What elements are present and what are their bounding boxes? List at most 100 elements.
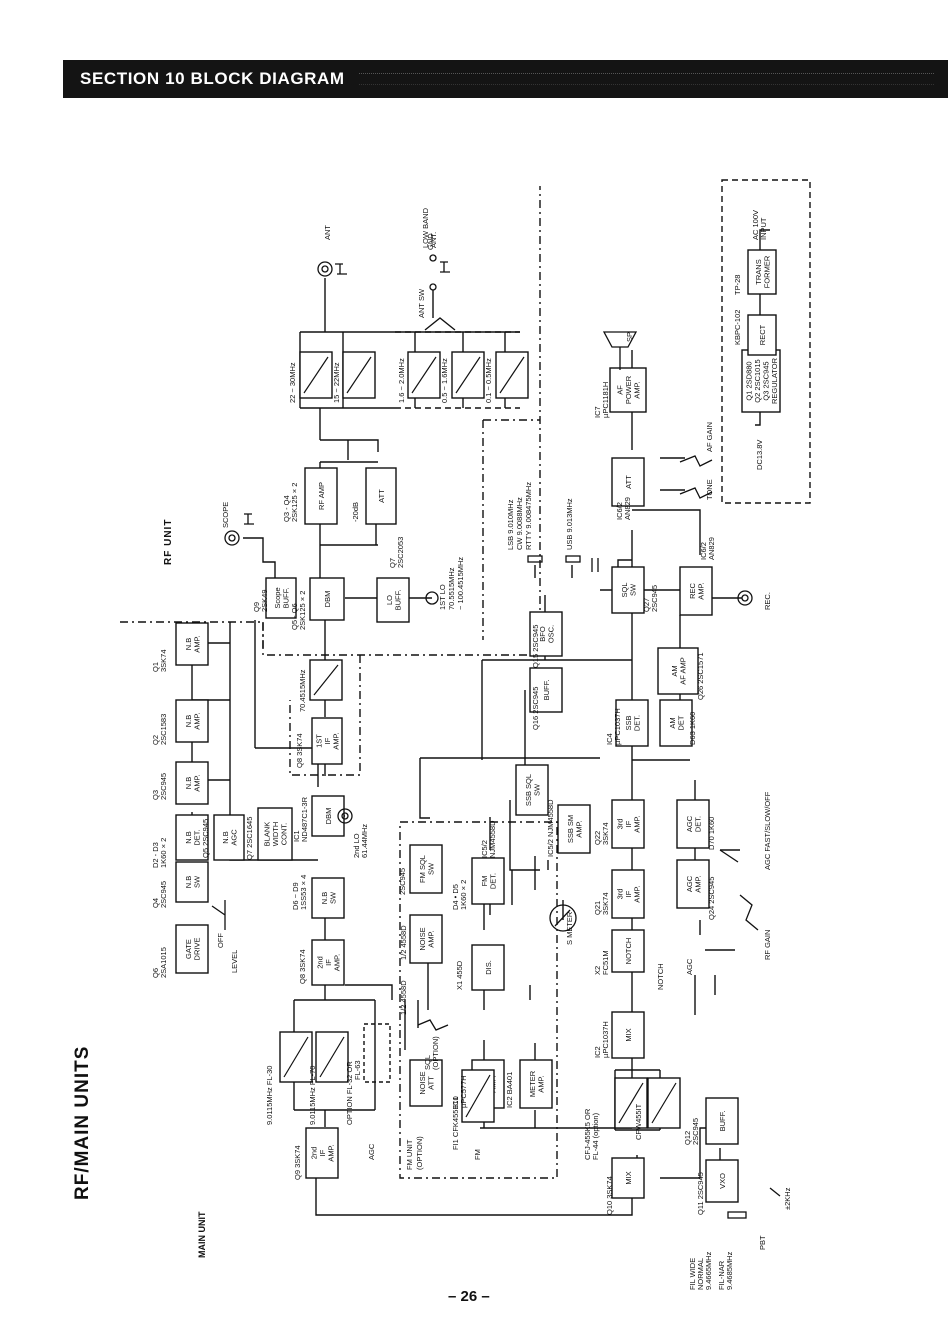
label-filw: FIL WIDE <box>688 1258 697 1290</box>
section-title: SECTION 10 BLOCK DIAGRAM <box>80 69 345 88</box>
block-meteramp-label: AMP. <box>536 1075 545 1092</box>
filter-10-slope <box>651 1082 677 1124</box>
label-d23b: 1K60 × 2 <box>159 838 168 868</box>
block-mix1-label: MIX <box>624 1028 633 1041</box>
label-d63: D63 1K60 <box>688 712 697 745</box>
label-filnarf: 9.4685MHz <box>725 1251 734 1290</box>
block-nbsw1-label: SW <box>192 875 201 888</box>
block-nbamp1-label: N.B <box>184 638 193 651</box>
label-q26: Q26 2SC1571 <box>696 652 705 700</box>
block-nbsw2-label: N.B <box>320 892 329 905</box>
crystal-usb-icon <box>565 555 581 563</box>
block-ifamp3-label: 3rd <box>616 819 625 830</box>
label-d69: D6 ~ D9 <box>291 882 300 910</box>
block-dis-label: DIS. <box>484 960 493 975</box>
label-ic2: IC2 <box>593 1046 602 1058</box>
label-lo2b: 61.44MHz <box>360 824 369 858</box>
block-ssbdet-label: SSB <box>624 715 633 730</box>
block-buff1 <box>529 667 563 713</box>
label-level: LEVEL <box>230 950 239 973</box>
label-ac: AC 100V <box>751 210 760 240</box>
label-ic4: IC4 <box>605 733 614 745</box>
agc-switch-icon <box>719 849 739 863</box>
block-bfo-label: OSC. <box>546 625 555 643</box>
page-number: – 26 – <box>448 1288 490 1305</box>
block-ifamp1-label: AMP. <box>332 732 341 749</box>
block-agcamp-label: AGC <box>685 875 694 892</box>
label-f1: 22 ~ 30MHz <box>288 362 297 403</box>
label-d45b: 1K60 × 2 <box>459 880 468 910</box>
filter-7-slope <box>319 1036 345 1078</box>
block-gate-label: DRIVE <box>192 938 201 961</box>
label-d23: D2 - D3 <box>151 842 160 868</box>
label-q4b: 2SC945 <box>159 881 168 908</box>
label-q1: Q1 <box>151 662 160 672</box>
label-q6: Q6 <box>151 968 160 978</box>
block-dbm2 <box>311 795 345 837</box>
block-meteramp-label: METER <box>528 1070 537 1097</box>
label-q56b: 2SK125 × 2 <box>298 591 307 630</box>
block-ssbsm-label: AMP. <box>574 820 583 837</box>
label-ic7b: µPC1181H <box>601 382 610 418</box>
label-ic52: 1/2 4558D <box>399 980 408 1015</box>
block-ifamp2b-label: 2nd <box>310 1147 319 1160</box>
label-q10: Q10 3SK74 <box>605 1176 614 1215</box>
filter-1-slope <box>346 356 372 394</box>
label-q7n: Q7 2SC1645 <box>245 817 254 860</box>
label-q21b: 3SK74 <box>601 892 610 915</box>
label-filf: 9.4665MHz <box>704 1251 713 1290</box>
block-vxo-label: VXO <box>718 1173 727 1189</box>
label-filnar: FIL-NAR <box>717 1260 726 1290</box>
label-lo1c: ~ 100.4515MHz <box>456 557 465 610</box>
block-ifamp3b-label: AMP. <box>633 885 642 902</box>
label-ant: ANT <box>323 225 332 240</box>
block-bfo <box>529 611 563 657</box>
block-scopebuff-label: Scope <box>273 587 282 608</box>
label-agc1: AGC <box>367 1143 376 1160</box>
label-cfw: CFW455IT <box>634 1103 643 1140</box>
label-lo1: 1ST LO <box>438 584 447 610</box>
block-ifamp3b-label: 3rd <box>616 889 625 900</box>
filter-5-slope <box>313 664 339 696</box>
speaker-icon <box>602 331 638 370</box>
block-att_af <box>611 457 645 507</box>
block-ifamp1 <box>311 717 343 765</box>
block-ifamp2-label: AMP. <box>333 954 342 971</box>
block-amaf-label: AF AMP <box>678 657 687 685</box>
label-off: OFF <box>216 933 225 948</box>
block-fmsql <box>409 844 443 894</box>
label-ic52c: IC5/2 <box>480 840 489 858</box>
label-q5n: Q5 2SC945 <box>201 819 210 858</box>
block-blank-label: CONT. <box>280 823 289 846</box>
label-q1b: 3SK74 <box>159 649 168 672</box>
block-ifamp1-label: IF <box>323 737 332 744</box>
block-buff1-label: BUFF. <box>542 680 551 701</box>
block-nbdet-label: N.B <box>184 831 193 844</box>
block-ssbsm-label: SSB SM <box>566 815 575 843</box>
label-ic7: IC7 <box>593 406 602 418</box>
block-dbm1-label: DBM <box>323 591 332 608</box>
block-dis <box>471 944 505 991</box>
label-fmunit2: (OPTION) <box>415 1136 424 1170</box>
block-blank-label: BLANK <box>263 822 272 847</box>
sql-pot-icon <box>417 1019 449 1031</box>
block-nbamp2-label: AMP. <box>192 712 201 729</box>
label-q22: Q22 <box>593 831 602 845</box>
block-att_rf-label: ATT <box>377 489 386 503</box>
label-q27: Q27 <box>642 598 651 612</box>
block-nbamp2-label: N.B <box>184 715 193 728</box>
label-usb: USB 9.013MHz <box>565 498 574 550</box>
label-ic6b: AN829 <box>623 497 632 520</box>
block-recamp-label: AMP. <box>696 582 705 599</box>
block-fmsql-label: FM SQL <box>418 855 427 883</box>
block-vxo <box>705 1159 739 1203</box>
label-ic1b: ND487C1-3R <box>300 796 309 842</box>
block-rfamp-label: RF AMP <box>317 482 326 510</box>
label-cfj: CFJ-455K5 OR <box>583 1108 592 1160</box>
label-ic2f: IC2 BA401 <box>505 1072 514 1108</box>
label-sp: SP <box>625 332 634 342</box>
block-notch <box>611 929 645 973</box>
block-bfo-label: BFO <box>538 626 547 642</box>
label-afgain: AF GAIN <box>705 422 714 452</box>
